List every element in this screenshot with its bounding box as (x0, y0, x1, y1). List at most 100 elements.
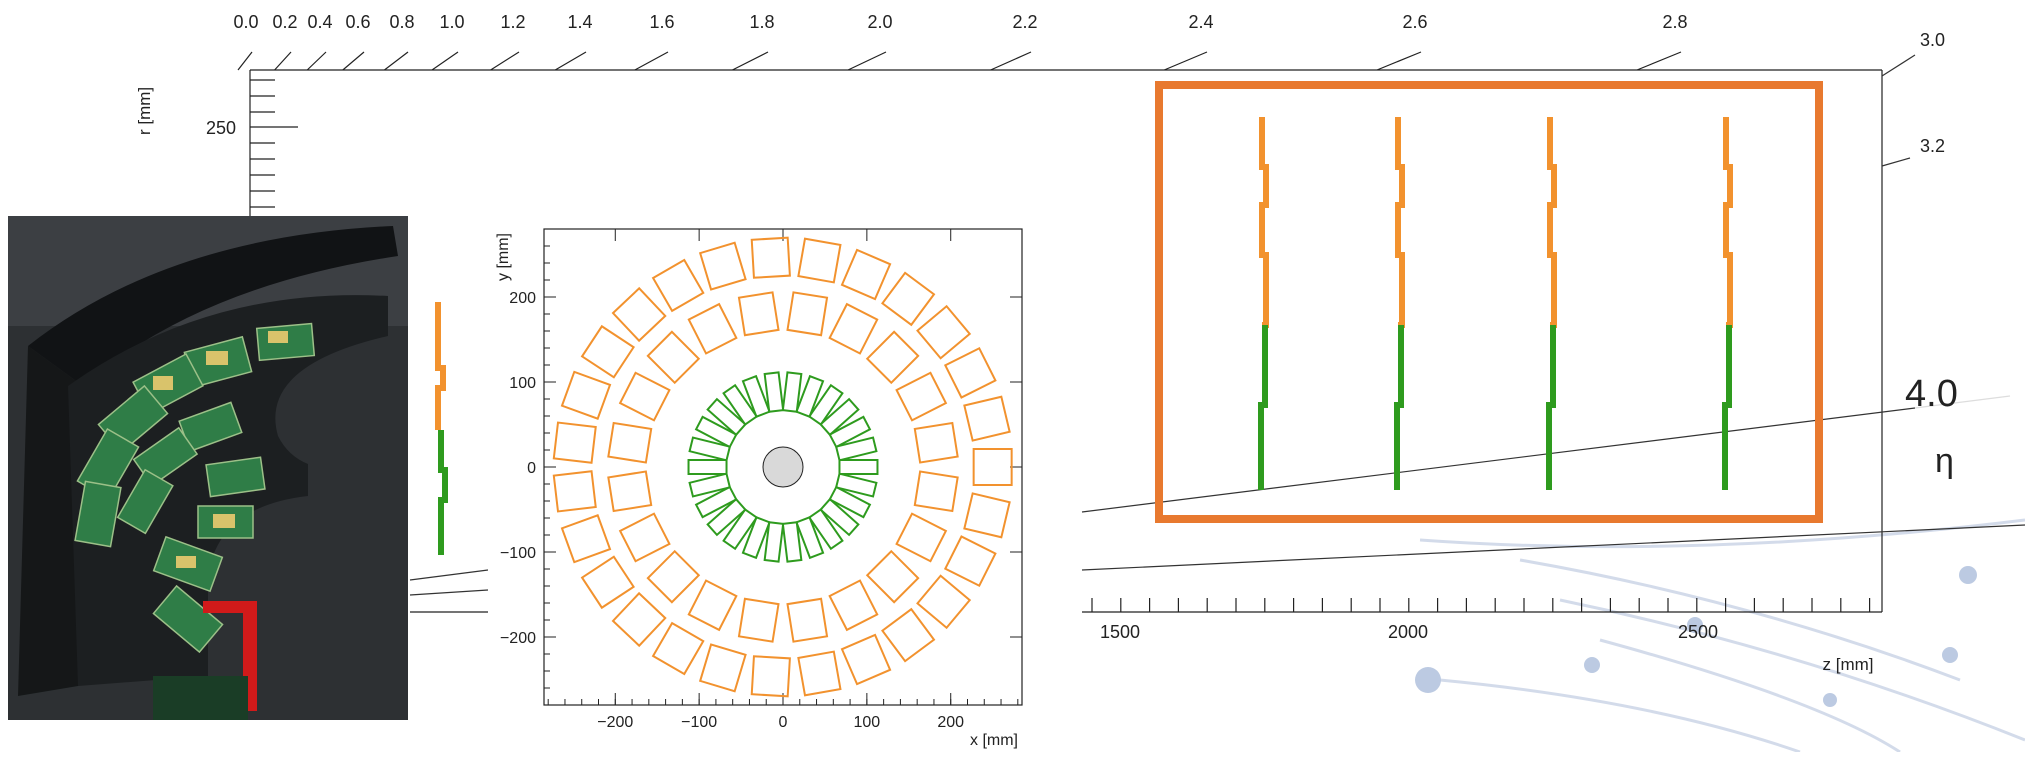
outer-module (916, 574, 972, 630)
inner-module (763, 371, 785, 413)
middle-module (737, 597, 780, 643)
outer-module (797, 650, 842, 697)
eta-tick-label: 2.2 (1012, 12, 1037, 32)
inner-module (694, 415, 738, 449)
inner-module (807, 383, 844, 426)
middle-module (607, 470, 653, 513)
outer-module (698, 241, 747, 291)
eta-tick (384, 51, 409, 71)
xy-ytick-label: 200 (509, 290, 536, 307)
inner-module (781, 521, 803, 563)
outer-module (943, 346, 997, 399)
outer-module (580, 555, 635, 610)
eta-tick (1163, 51, 1208, 71)
middle-module (895, 512, 948, 563)
disk-orange-section (1259, 117, 1269, 328)
eta-tick (634, 51, 669, 71)
outer-module (552, 470, 597, 513)
middle-module (618, 512, 671, 563)
inner-module (688, 472, 732, 498)
eta-tick-label: 1.8 (749, 12, 774, 32)
eta-tick-label: 2.4 (1188, 12, 1213, 32)
middle-module (646, 330, 701, 385)
inner-module (706, 497, 747, 537)
eta-tick-label: 1.6 (649, 12, 674, 32)
eta-tick-label: 1.2 (500, 12, 525, 32)
disk-2 (1394, 117, 1405, 490)
inner-module (807, 508, 844, 551)
xy-xtick-label: 0 (779, 714, 788, 731)
z-axis-title: z [mm] (1823, 655, 1874, 674)
eta-tick (1376, 51, 1422, 71)
eta-tick-label: 0.0 (233, 12, 258, 32)
beam-pipe (762, 446, 804, 488)
disk-orange-section (1395, 117, 1405, 328)
eta-label-4-0: 4.0 (1905, 373, 1958, 415)
inner-module (741, 516, 771, 560)
xy-ytick-label: −100 (500, 545, 536, 562)
inner-module (741, 374, 771, 418)
inner-module (828, 485, 872, 519)
background-network-graphic (1419, 518, 2025, 752)
inner-module (687, 459, 728, 475)
middle-module (828, 579, 879, 632)
outer-module (881, 607, 936, 663)
inner-module (819, 497, 860, 537)
middle-module (913, 421, 959, 464)
xy-ytick-label: 0 (527, 460, 536, 477)
z-axis: 1500 2000 2500 z [mm] (1091, 598, 1874, 674)
xy-ytick-label: −200 (500, 630, 536, 647)
outer-module (881, 271, 936, 327)
eta-tick-label: 0.2 (272, 12, 297, 32)
middle-module (687, 302, 738, 355)
outer-module (963, 395, 1011, 442)
eta-tick (732, 51, 769, 71)
disk-orange-section (1547, 117, 1557, 328)
xy-axis-ticks (544, 228, 1022, 706)
z-axis-tick-1500: 1500 (1100, 622, 1140, 642)
eta-tick (554, 51, 587, 71)
outer-module (943, 535, 997, 588)
inner-module (706, 397, 747, 437)
middle-module (913, 470, 959, 513)
z-axis-tick-2500: 2500 (1678, 622, 1718, 642)
outer-module (651, 621, 705, 676)
eta-tick (490, 51, 520, 71)
r-axis-title: r [mm] (135, 87, 154, 135)
outer-module (750, 236, 791, 279)
inner-module (834, 436, 878, 462)
disk-green-section (1722, 325, 1732, 490)
eta-tick (237, 51, 253, 71)
outer-module (963, 492, 1011, 539)
outer-module (840, 248, 892, 301)
detector-disks (1258, 117, 1733, 490)
inner-module (722, 508, 759, 551)
outer-module (840, 633, 892, 686)
inner-module (819, 397, 860, 437)
detector-disk-photo (8, 216, 408, 720)
middle-module (618, 371, 671, 422)
xy-ylabel: y [mm] (495, 233, 512, 281)
r-axis-tick-250: 250 (206, 118, 236, 138)
middle-module (895, 371, 948, 422)
z-axis-tick-2000: 2000 (1388, 622, 1428, 642)
eta-tick (1636, 51, 1682, 71)
eta-tick-label: 0.6 (345, 12, 370, 32)
xy-xtick-label: −100 (681, 714, 717, 731)
outer-module (750, 655, 791, 698)
eta-lines (409, 54, 2025, 596)
inner-module (763, 521, 785, 563)
middle-module (687, 579, 738, 632)
eta-label-3-2: 3.2 (1920, 136, 1945, 156)
middle-module (737, 291, 780, 337)
xy-xlabel: x [mm] (970, 732, 1018, 749)
eta-tick (990, 51, 1032, 71)
middle-module (865, 549, 920, 604)
eta-tick-label: 0.4 (307, 12, 332, 32)
disk-4 (1722, 117, 1733, 490)
disk-green-section (1546, 325, 1556, 490)
